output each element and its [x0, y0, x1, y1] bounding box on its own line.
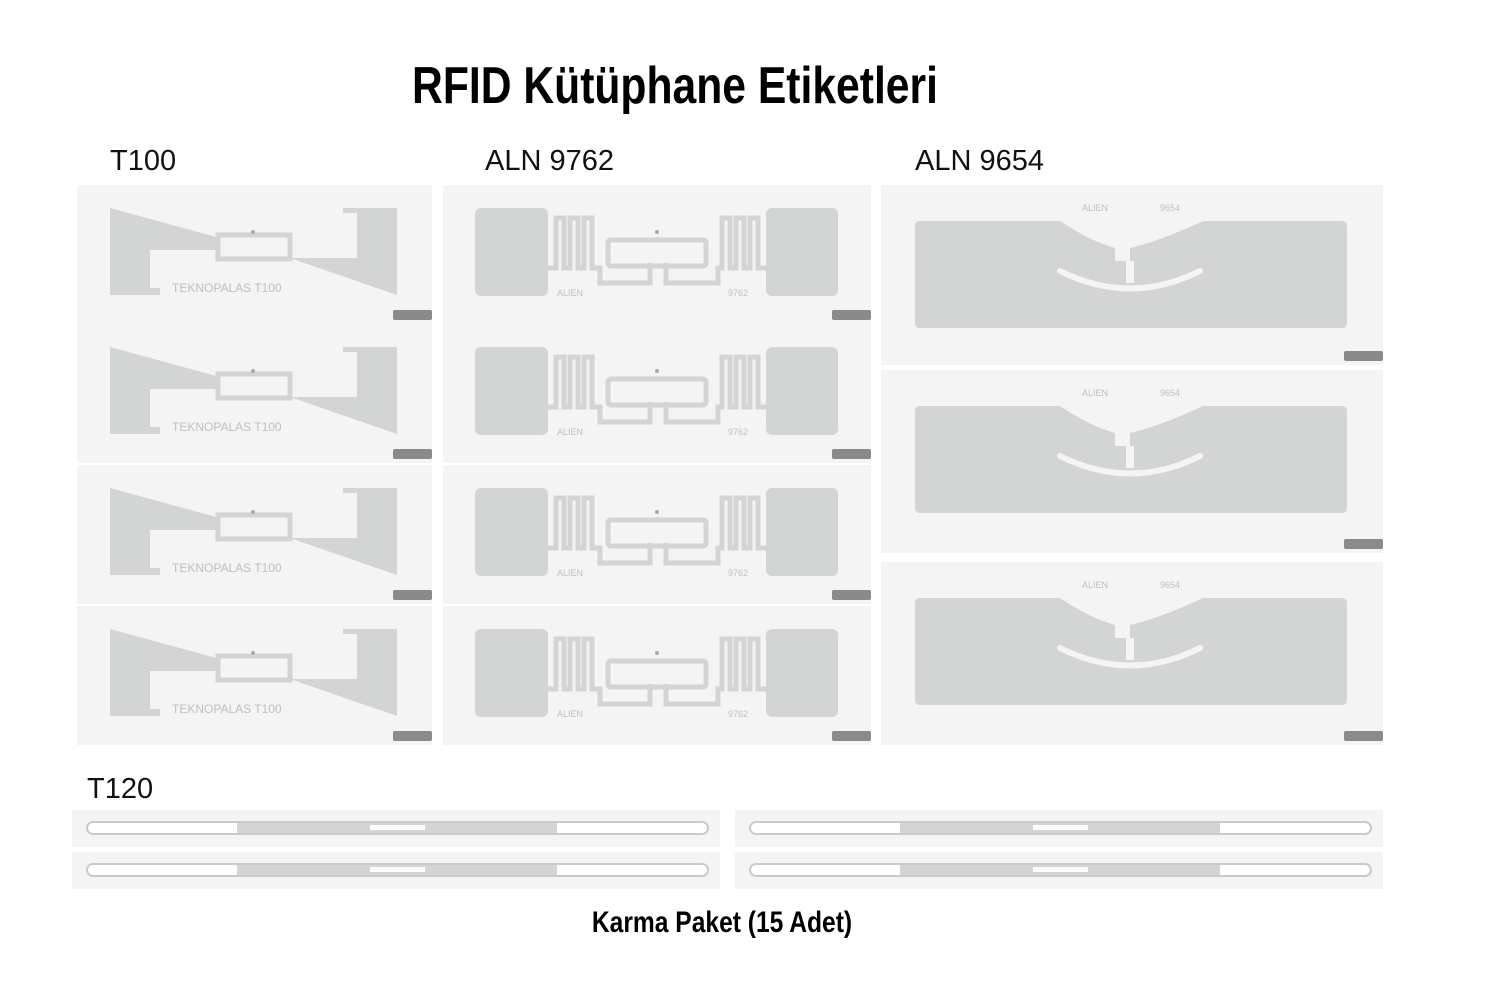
package-caption: Karma Paket (15 Adet)	[591, 906, 853, 939]
antenna-pad-left	[475, 629, 548, 717]
label-aln9654: ALIEN 9654	[881, 562, 1383, 745]
label-t120	[72, 852, 720, 889]
inlay-text: ALIEN	[1082, 580, 1108, 590]
feed-gap	[1126, 261, 1134, 283]
label-aln9654: ALIEN 9654	[881, 185, 1383, 365]
antenna-arc	[1057, 645, 1203, 669]
antenna-pad-right	[766, 629, 838, 717]
antenna-right	[290, 208, 397, 295]
feed-gap	[1126, 638, 1134, 660]
inlay-text: ALIEN	[557, 568, 583, 578]
antenna-pad-right	[766, 488, 838, 576]
label-t120	[735, 810, 1383, 847]
antenna-loop	[1033, 825, 1088, 830]
inlay-text: 9654	[1160, 580, 1180, 590]
peel-tab	[393, 731, 432, 741]
label-aln9762: ALIEN 9762	[443, 185, 871, 324]
meander-antenna	[548, 215, 766, 286]
antenna-pad-left	[475, 347, 548, 435]
antenna-left	[110, 629, 220, 716]
inlay-text: ALIEN	[557, 427, 583, 437]
antenna-left	[110, 488, 220, 575]
inlay-text: ALIEN	[557, 288, 583, 298]
antenna-pad-left	[475, 488, 548, 576]
antenna-arc	[1057, 268, 1203, 292]
peel-tab	[393, 590, 432, 600]
chip	[655, 230, 659, 234]
inlay-text: ALIEN	[1082, 203, 1108, 213]
chip	[655, 651, 659, 655]
peel-tab	[832, 449, 871, 459]
antenna-pad-left	[475, 208, 548, 296]
inlay-text: ALIEN	[1082, 388, 1108, 398]
inlay-text: ALIEN	[557, 709, 583, 719]
antenna-loop	[215, 653, 293, 683]
inlay-text: TEKNOPALAS T100	[172, 420, 282, 434]
inlay-text: 9654	[1160, 388, 1180, 398]
group-label-aln9762: ALN 9762	[485, 145, 614, 177]
label-aln9762: ALIEN 9762	[443, 465, 871, 604]
label-t100: TEKNOPALAS T100	[77, 185, 432, 324]
inlay-text: 9762	[728, 568, 748, 578]
antenna-loop	[605, 517, 709, 549]
antenna-arc	[1057, 453, 1203, 477]
chip	[251, 369, 255, 373]
antenna-loop	[215, 232, 293, 262]
inlay-text: TEKNOPALAS T100	[172, 281, 282, 295]
inlay-text: 9762	[728, 427, 748, 437]
peel-tab	[393, 449, 432, 459]
antenna-right	[290, 629, 397, 716]
peel-tab	[1344, 731, 1383, 741]
antenna-pad-right	[766, 347, 838, 435]
antenna-loop	[215, 371, 293, 401]
antenna-loop	[370, 867, 425, 872]
label-t120	[72, 810, 720, 847]
peel-tab	[832, 731, 871, 741]
antenna-right	[290, 488, 397, 575]
antenna-loop	[605, 237, 709, 269]
meander-antenna	[548, 495, 766, 566]
peel-tab	[393, 310, 432, 320]
label-t100: TEKNOPALAS T100	[77, 324, 432, 463]
meander-antenna	[548, 636, 766, 707]
chip	[655, 369, 659, 373]
group-label-t120: T120	[87, 773, 154, 805]
antenna-pad-right	[766, 208, 838, 296]
chip	[251, 510, 255, 514]
chip	[655, 510, 659, 514]
antenna-loop	[605, 376, 709, 408]
chip	[251, 230, 255, 234]
antenna-loop	[370, 825, 425, 830]
label-aln9762: ALIEN 9762	[443, 324, 871, 463]
antenna-loop	[215, 512, 293, 542]
peel-tab	[1344, 539, 1383, 549]
inlay-text: TEKNOPALAS T100	[172, 561, 282, 575]
antenna-loop	[1033, 867, 1088, 872]
feed-gap	[1126, 446, 1134, 468]
label-t120	[735, 852, 1383, 889]
page-title: RFID Kütüphane Etiketleri	[412, 57, 938, 115]
chip	[251, 651, 255, 655]
inlay-text: 9762	[728, 709, 748, 719]
antenna-loop	[605, 658, 709, 690]
label-aln9654: ALIEN 9654	[881, 370, 1383, 553]
inlay-text: 9762	[728, 288, 748, 298]
label-t100: TEKNOPALAS T100	[77, 465, 432, 604]
group-label-t100: T100	[110, 145, 177, 177]
antenna-right	[290, 347, 397, 434]
label-aln9762: ALIEN 9762	[443, 606, 871, 745]
group-label-aln9654: ALN 9654	[915, 145, 1044, 177]
peel-tab	[832, 590, 871, 600]
antenna-left	[110, 347, 220, 434]
peel-tab	[832, 310, 871, 320]
label-t100: TEKNOPALAS T100	[77, 606, 432, 745]
inlay-text: TEKNOPALAS T100	[172, 702, 282, 716]
antenna-left	[110, 208, 220, 295]
peel-tab	[1344, 351, 1383, 361]
meander-antenna	[548, 354, 766, 425]
inlay-text: 9654	[1160, 203, 1180, 213]
